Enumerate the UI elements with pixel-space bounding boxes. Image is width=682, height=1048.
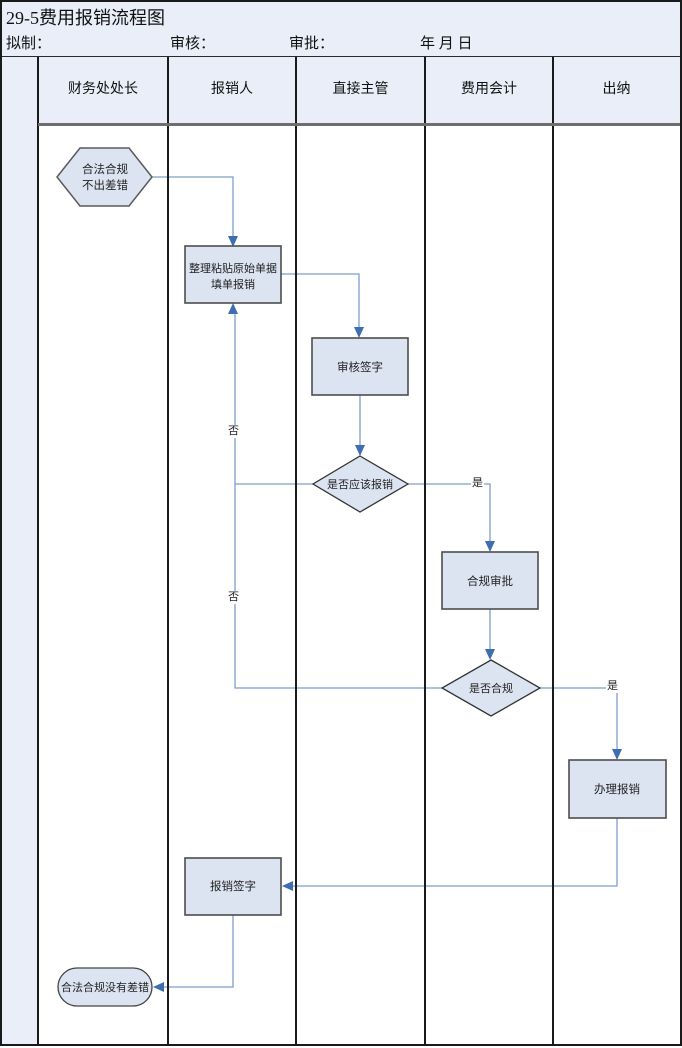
edge-label-yes-1: 是 [471, 477, 484, 490]
node-should-reimburse-decision: 是否应该报销 [311, 455, 410, 513]
arrowhead-into-decision1-top [355, 445, 365, 456]
is-compliant-label: 是否合规 [469, 681, 513, 695]
end-label: 合法合规没有差错 [61, 980, 149, 994]
arrowhead-into-prepare-top [228, 236, 238, 247]
node-handle-reimburse-process: 办理报销 [568, 759, 667, 819]
title-band: 29-5费用报销流程图 拟制： 审核： 审批： 年 月 日 [2, 2, 680, 57]
arrowhead-into-review-top [354, 327, 364, 338]
connector-lines [152, 176, 618, 988]
reviewed-label: 审核： [170, 36, 216, 52]
review-sign-box-shape [311, 337, 409, 396]
lane-header-cashier: 出纳 [602, 82, 631, 97]
end-terminator-shape [57, 967, 153, 1007]
arrowheads [153, 236, 622, 992]
date-label: 年 月 日 [420, 36, 473, 52]
arrowhead-into-end-right [153, 982, 164, 992]
connector-start-to-prepare [152, 176, 234, 237]
arrowhead-into-decision2-top [485, 649, 495, 660]
drafted-label: 拟制： [6, 36, 52, 52]
should-reimburse-label: 是否应该报销 [327, 477, 393, 491]
connector-decision1-yes [408, 483, 491, 542]
lane-divider-3 [295, 57, 297, 1046]
compliance-approval-label: 合规审批 [467, 574, 513, 588]
start-label-line1: 合法合规 [82, 162, 128, 176]
connector-prepare-to-review [281, 273, 360, 328]
lane-header-band [2, 57, 680, 123]
arrowhead-into-compliance-top [485, 541, 495, 552]
prepare-label-line2: 填单报销 [211, 277, 255, 291]
arrowhead-into-prepare-bottom [228, 303, 238, 314]
node-reimburse-sign-process: 报销签字 [184, 857, 282, 916]
connector-handle-to-sign [293, 818, 618, 887]
is-compliant-diamond-shape [440, 659, 542, 717]
lane-divider-1 [37, 57, 39, 1046]
lane-divider-4 [424, 57, 426, 1046]
lane-header-supervisor: 直接主管 [332, 82, 389, 97]
node-review-sign-process: 审核签字 [311, 337, 409, 396]
lane-header-finance-director: 财务处处长 [68, 82, 138, 97]
arrowhead-into-handle-top [612, 749, 622, 760]
lane-header-claimant: 报销人 [211, 82, 253, 97]
lane-divider-5 [552, 57, 554, 1046]
node-compliance-approval-process: 合规审批 [441, 551, 539, 610]
left-margin-strip [2, 57, 38, 1046]
node-is-compliant-decision: 是否合规 [440, 659, 542, 717]
handle-reimburse-box-shape [568, 759, 667, 819]
connector-sign-to-end [163, 915, 234, 988]
connector-decision2-no-feedback [234, 314, 442, 689]
should-reimburse-diamond-shape [311, 455, 410, 513]
handle-reimburse-label: 办理报销 [594, 782, 640, 796]
arrowhead-into-sign-right [282, 881, 293, 891]
edge-label-yes-2: 是 [606, 680, 619, 693]
node-end-terminator: 合法合规没有差错 [57, 967, 153, 1007]
approved-label: 审批： [289, 36, 335, 52]
compliance-approval-box-shape [441, 551, 539, 610]
review-sign-label: 审核签字 [337, 360, 383, 374]
node-prepare-process: 整理粘贴原始单据 填单报销 [184, 245, 282, 304]
edge-label-no-1: 否 [227, 425, 240, 438]
page-title: 29-5费用报销流程图 [6, 8, 165, 28]
prepare-box-shape [184, 245, 282, 304]
start-label-line2: 不出差错 [82, 178, 128, 192]
start-hexagon-shape [56, 147, 153, 207]
lane-divider-2 [167, 57, 169, 1046]
edge-label-no-2: 否 [227, 591, 240, 604]
node-start-hexagon: 合法合规 不出差错 [56, 147, 153, 207]
reimburse-sign-box-shape [184, 857, 282, 916]
reimburse-sign-label: 报销签字 [210, 879, 256, 893]
lane-header-accountant: 费用会计 [461, 82, 517, 97]
prepare-label-line1: 整理粘贴原始单据 [189, 261, 277, 275]
header-bottom-divider [38, 123, 680, 126]
